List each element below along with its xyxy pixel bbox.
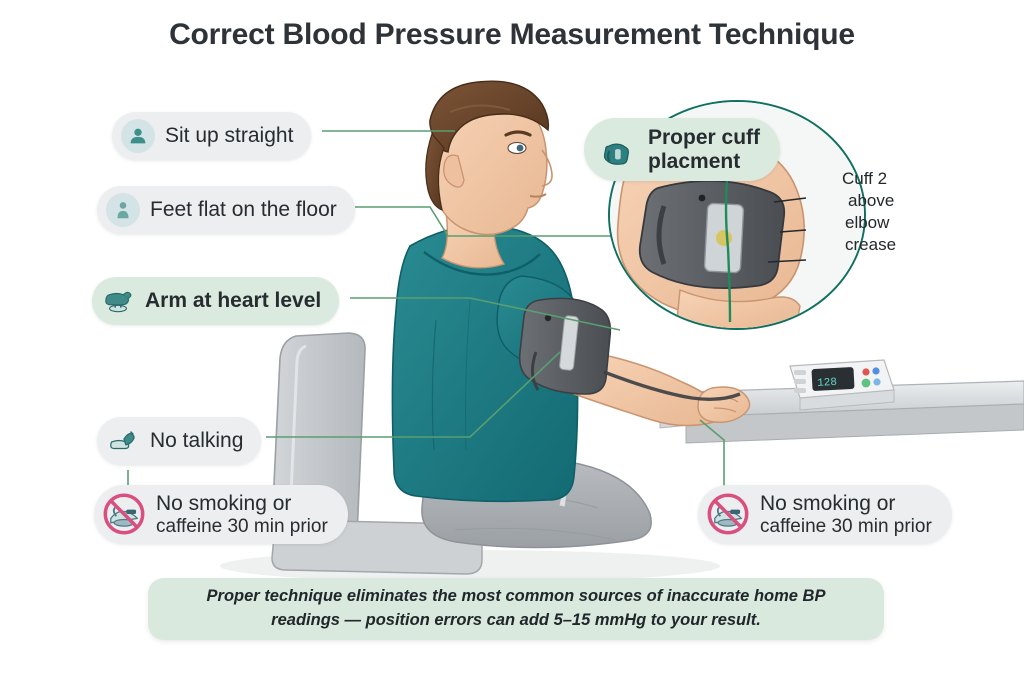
no-smoking-right-line2: caffeine 30 min prior xyxy=(760,515,932,537)
no-smoking-icon xyxy=(102,492,146,536)
label-feet-flat-on-floor[interactable]: Feet flat on the floor xyxy=(97,186,355,234)
person-seated-icon xyxy=(106,193,140,227)
caption-line1: Proper technique eliminates the most com… xyxy=(206,587,826,629)
inset-callout-line-4: crease xyxy=(845,235,897,254)
svg-text:128: 128 xyxy=(817,377,837,390)
inset-callout-line-3: elbow xyxy=(845,213,890,232)
label-arm-at-heart-level-text: Arm at heart level xyxy=(145,289,322,313)
label-no-smoking-right-text: No smoking or caffeine 30 min prior xyxy=(760,492,932,537)
footer-caption-text: Proper technique eliminates the most com… xyxy=(148,585,884,633)
footer-caption: Proper technique eliminates the most com… xyxy=(148,578,884,640)
no-smoking-left-line2: caffeine 30 min prior xyxy=(156,515,328,537)
label-no-smoking-right[interactable]: No smoking or caffeine 30 min prior xyxy=(698,485,952,544)
label-feet-flat-on-floor-text: Feet flat on the floor xyxy=(150,198,337,222)
cuff-label-line2: placment xyxy=(648,149,741,173)
label-no-talking-text: No talking xyxy=(150,429,244,453)
label-sit-up-straight-text: Sit up straight xyxy=(165,124,294,148)
person-icon xyxy=(121,119,155,153)
no-smoking-icon xyxy=(706,492,750,536)
label-proper-cuff-placement[interactable]: Proper cuff placment xyxy=(584,118,781,182)
label-no-smoking-left[interactable]: No smoking or caffeine 30 min prior xyxy=(94,485,348,544)
label-no-talking[interactable]: No talking xyxy=(97,417,262,465)
page-title: Correct Blood Pressure Measurement Techn… xyxy=(169,18,855,51)
cuff-label-line1: Proper cuff xyxy=(648,126,761,149)
label-no-smoking-left-text: No smoking or caffeine 30 min prior xyxy=(156,492,328,537)
no-smoking-left-line1: No smoking or xyxy=(156,492,292,515)
inset-callout-line-2: above xyxy=(848,191,895,210)
label-sit-up-straight[interactable]: Sit up straight xyxy=(112,112,312,160)
cuff-icon xyxy=(594,128,638,172)
label-arm-at-heart-level[interactable]: Arm at heart level xyxy=(92,277,340,325)
bp-monitor: 128 xyxy=(789,359,895,411)
no-talking-icon xyxy=(106,424,140,458)
no-smoking-right-line1: No smoking or xyxy=(760,492,896,515)
caption-line2: position errors can add 5–15 mmHg to you… xyxy=(365,611,761,629)
arm-rest-icon xyxy=(101,284,135,318)
label-proper-cuff-placement-text: Proper cuff placment xyxy=(648,126,760,173)
inset-callout-line-1: Cuff 2 xyxy=(842,169,888,188)
